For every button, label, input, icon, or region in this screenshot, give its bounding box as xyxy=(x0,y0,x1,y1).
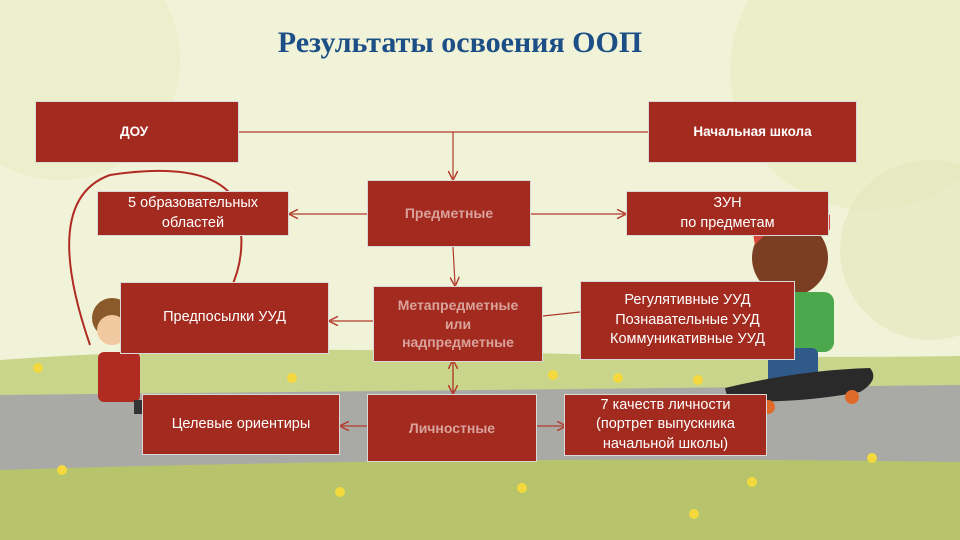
box-metasubject: Метапредметные или надпредметные xyxy=(373,286,543,362)
box-uud-types: Регулятивные УУД Познавательные УУД Комм… xyxy=(580,281,795,360)
box-qualities: 7 качеств личности (портрет выпускника н… xyxy=(564,394,767,456)
box-target-guidelines: Целевые ориентиры xyxy=(142,394,340,455)
box-subject: Предметные xyxy=(367,180,531,247)
box-zun: ЗУН по предметам xyxy=(626,191,829,236)
page-title: Результаты освоения ООП xyxy=(277,26,643,59)
box-five-areas: 5 образовательных областей xyxy=(97,191,289,236)
box-primary-school: Начальная школа xyxy=(648,101,857,163)
box-dou: ДОУ xyxy=(35,101,239,163)
box-uud-prereq: Предпосылки УУД xyxy=(120,282,329,354)
box-personal: Личностные xyxy=(367,394,537,462)
